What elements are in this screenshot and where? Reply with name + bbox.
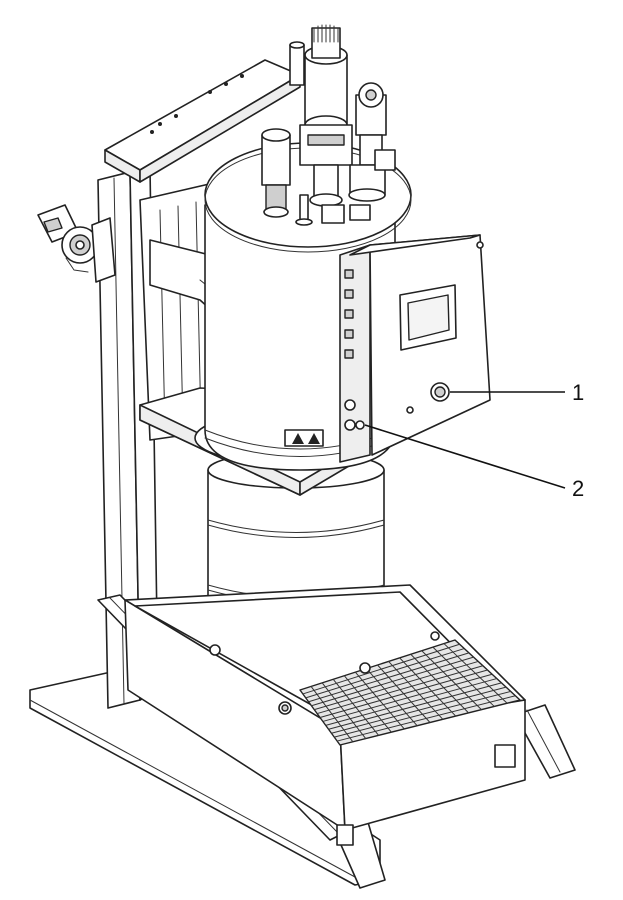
warning-triangle-icon	[292, 433, 304, 444]
lid-components	[261, 24, 396, 226]
grate-bar	[319, 669, 488, 718]
grate-bar	[421, 650, 482, 711]
main-switch	[430, 382, 450, 402]
level-sensor	[261, 128, 291, 218]
callout-2-leader	[364, 424, 566, 489]
stirrer-motor	[299, 24, 353, 207]
callout-leaders	[364, 391, 566, 489]
tray-grate	[299, 639, 521, 746]
dosing-pump	[37, 204, 116, 283]
grate-bar	[443, 643, 508, 704]
grate-bar	[399, 657, 457, 717]
cabinet-side-terminals	[344, 269, 356, 431]
grate-bar	[322, 673, 493, 722]
indicator-lamp	[355, 420, 365, 430]
grate-bar	[432, 646, 495, 707]
hmi-display	[399, 284, 457, 351]
hand-crush-warning-icon	[308, 433, 320, 444]
grate-bar	[410, 653, 470, 714]
grate-bar	[330, 686, 507, 734]
warning-label	[284, 429, 324, 447]
callout-2-label: 2	[572, 476, 585, 501]
control-cabinet	[339, 234, 491, 463]
grate-bar	[336, 695, 516, 742]
spill-tray	[124, 584, 526, 846]
lid-fittings	[289, 41, 396, 226]
grate-bar	[388, 660, 444, 720]
grate-bar	[328, 682, 502, 730]
grate-bar	[325, 678, 498, 726]
grate-bar	[333, 690, 512, 738]
callout-1-label: 1	[572, 380, 585, 405]
